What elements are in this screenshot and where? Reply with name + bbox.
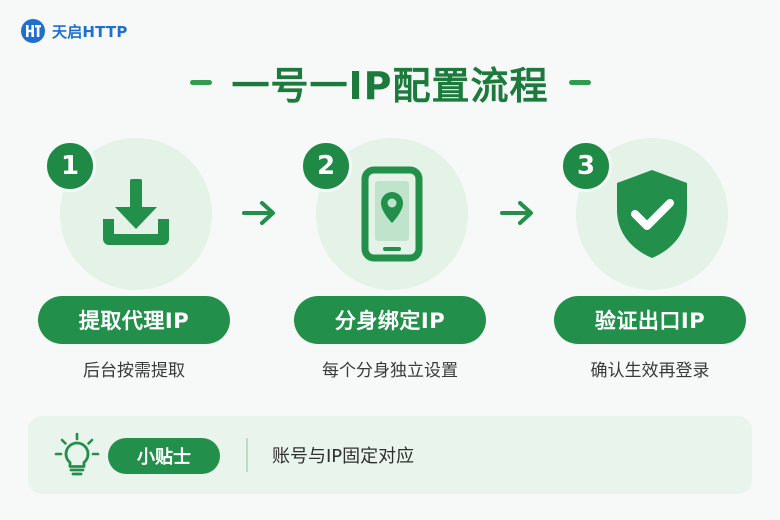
shield-check-icon [617, 170, 687, 258]
step-1-label: 提取代理IP [38, 296, 230, 344]
tip-divider [246, 438, 248, 472]
step-1: 1 提取代理IP 后台按需提取 [38, 138, 238, 398]
step-2-label: 分身绑定IP [294, 296, 486, 344]
download-icon [103, 179, 169, 245]
step-3-description: 确认生效再登录 [590, 361, 710, 381]
step-2-description: 每个分身独立设置 [322, 361, 458, 381]
step-1-number: 1 [44, 140, 96, 192]
step-2: 2 分身绑定IP 每个分身独立设置 [294, 138, 494, 398]
step-3: 3 验证出口IP 确认生效再登录 [554, 138, 754, 398]
step-1-icon-circle [60, 138, 212, 290]
page-title: 一号一IP配置流程 [231, 63, 549, 108]
th-monogram-icon [21, 19, 45, 43]
title-row: 一号一IP配置流程 [0, 52, 780, 112]
brand-name: 天启HTTP [52, 22, 128, 41]
title-dash-right [568, 79, 591, 85]
tip-bar: 小贴士 账号与IP固定对应 [28, 416, 752, 494]
arrow-right-icon [242, 201, 275, 225]
brand-logo: 天启HTTP [20, 18, 128, 44]
step-1-description: 后台按需提取 [83, 361, 185, 381]
title-dash-left-outer [189, 79, 212, 85]
step-3-number: 3 [560, 140, 612, 192]
tip-label: 小贴士 [108, 438, 220, 474]
step-3-label: 验证出口IP [554, 296, 746, 344]
phone-location-icon [361, 166, 423, 262]
tip-text: 账号与IP固定对应 [272, 446, 415, 467]
step-2-number: 2 [300, 140, 352, 192]
lightbulb-icon [54, 432, 100, 476]
arrow-right-icon [500, 201, 533, 225]
